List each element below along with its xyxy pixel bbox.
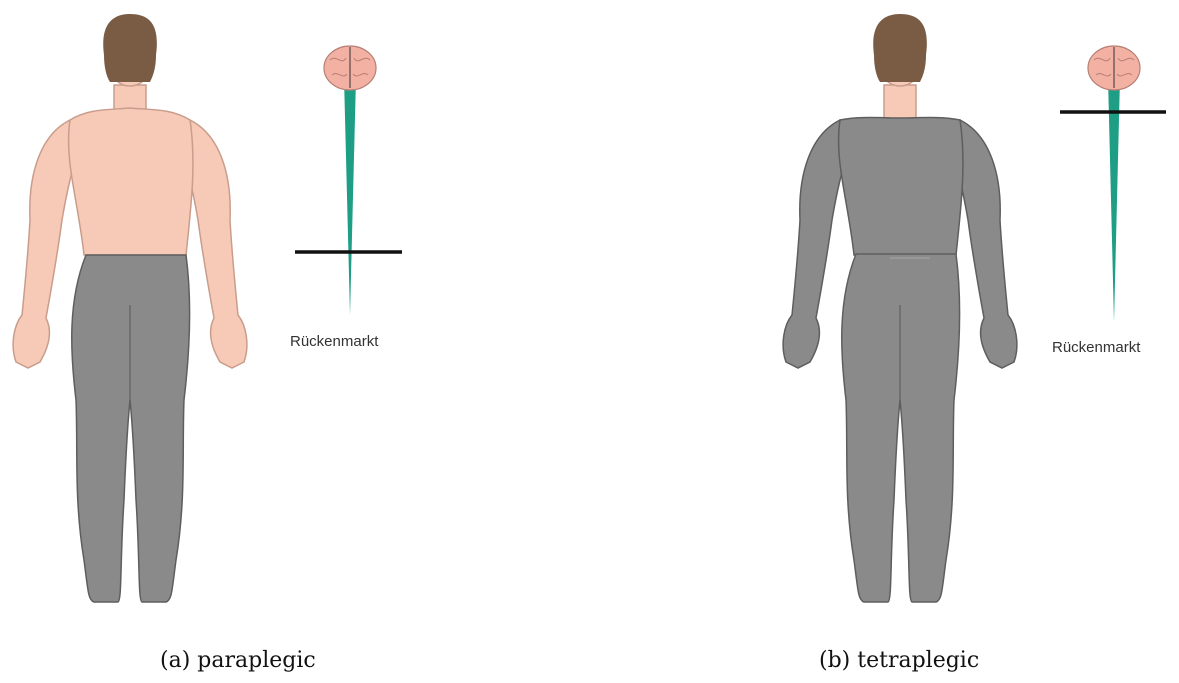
human-body — [783, 14, 1017, 602]
neck — [884, 85, 916, 121]
panel-paraplegic: Rückenmarkt (a) paraplegic — [0, 0, 590, 683]
paraplegic-figure: Rückenmarkt — [0, 0, 590, 683]
cord-label: Rückenmarkt — [290, 333, 379, 350]
spinal-cord — [344, 78, 356, 315]
hair — [873, 14, 927, 82]
paralyzed-legs — [842, 254, 960, 602]
torso — [69, 108, 193, 255]
paralyzed-legs — [72, 255, 190, 602]
tetraplegic-figure: Rückenmarkt — [590, 0, 1179, 683]
spinal-cord-diagram: Rückenmarkt — [1052, 46, 1166, 356]
spinal-cord — [1108, 78, 1120, 322]
panel-tetraplegic: Rückenmarkt (b) tetraplegic — [590, 0, 1179, 683]
hair — [103, 14, 157, 82]
cord-label: Rückenmarkt — [1052, 339, 1141, 356]
caption-paraplegic: (a) paraplegic — [160, 648, 316, 673]
torso — [839, 118, 963, 256]
human-body — [13, 14, 247, 602]
caption-tetraplegic: (b) tetraplegic — [819, 648, 979, 673]
spinal-cord-diagram: Rückenmarkt — [290, 46, 402, 350]
